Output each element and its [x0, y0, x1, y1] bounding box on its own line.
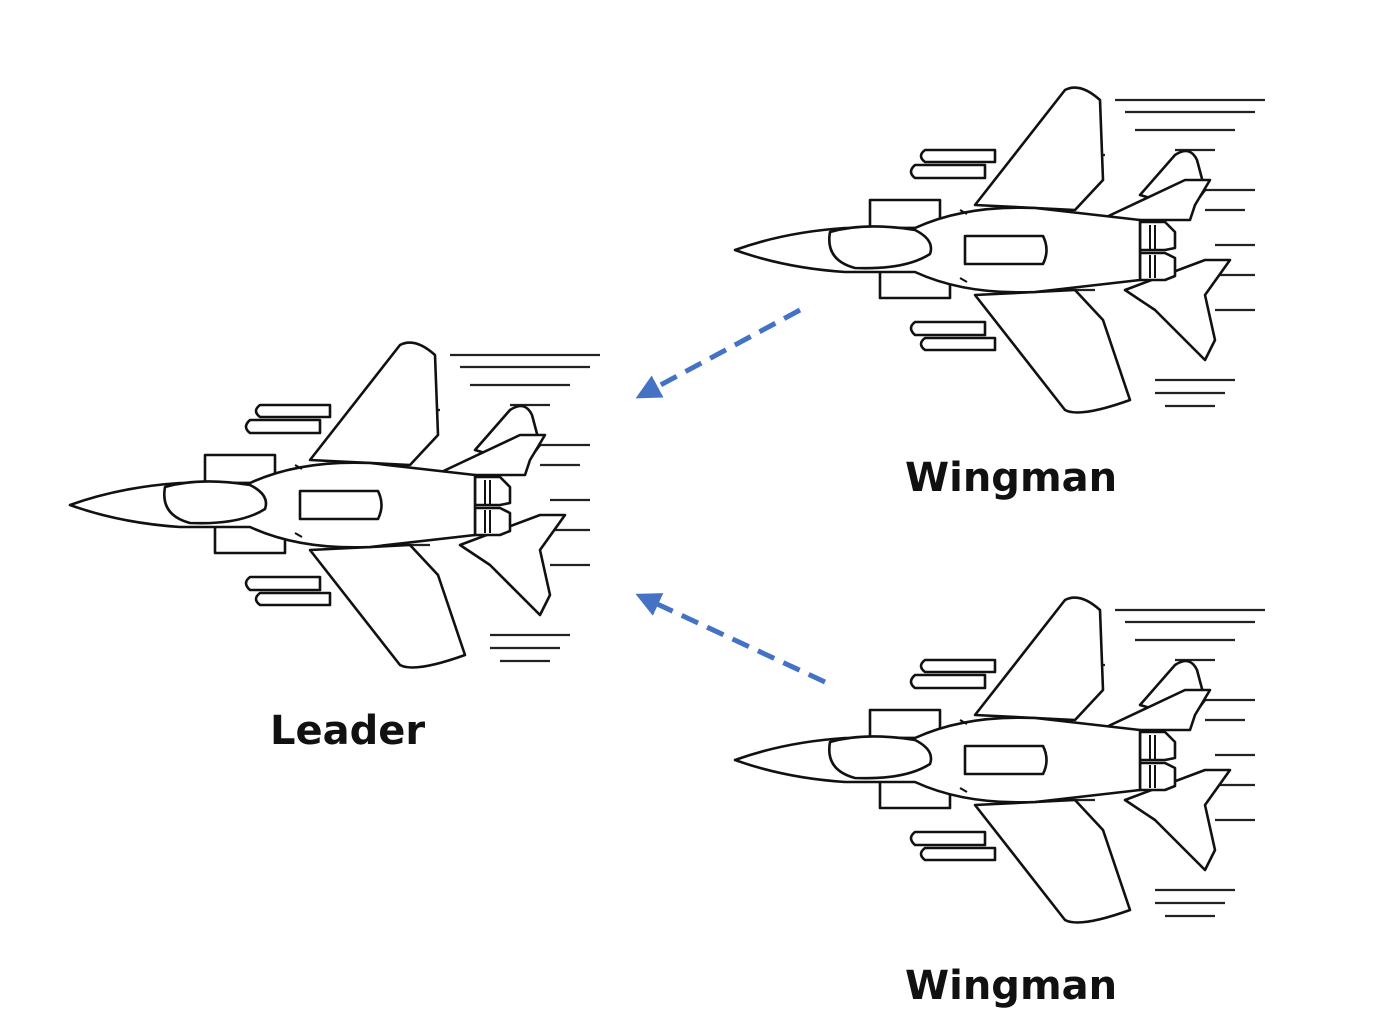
arrow-wingman-2-to-leader	[635, 593, 827, 685]
wingman-label-1: Wingman	[905, 455, 1118, 501]
leader-jet	[68, 341, 602, 669]
wingman-label-2: Wingman	[905, 963, 1118, 1009]
wingman-jet-1	[733, 86, 1267, 414]
wingman-jet-2	[733, 596, 1267, 924]
leader-label: Leader	[270, 708, 426, 754]
arrow-wingman-1-to-leader	[635, 307, 802, 399]
